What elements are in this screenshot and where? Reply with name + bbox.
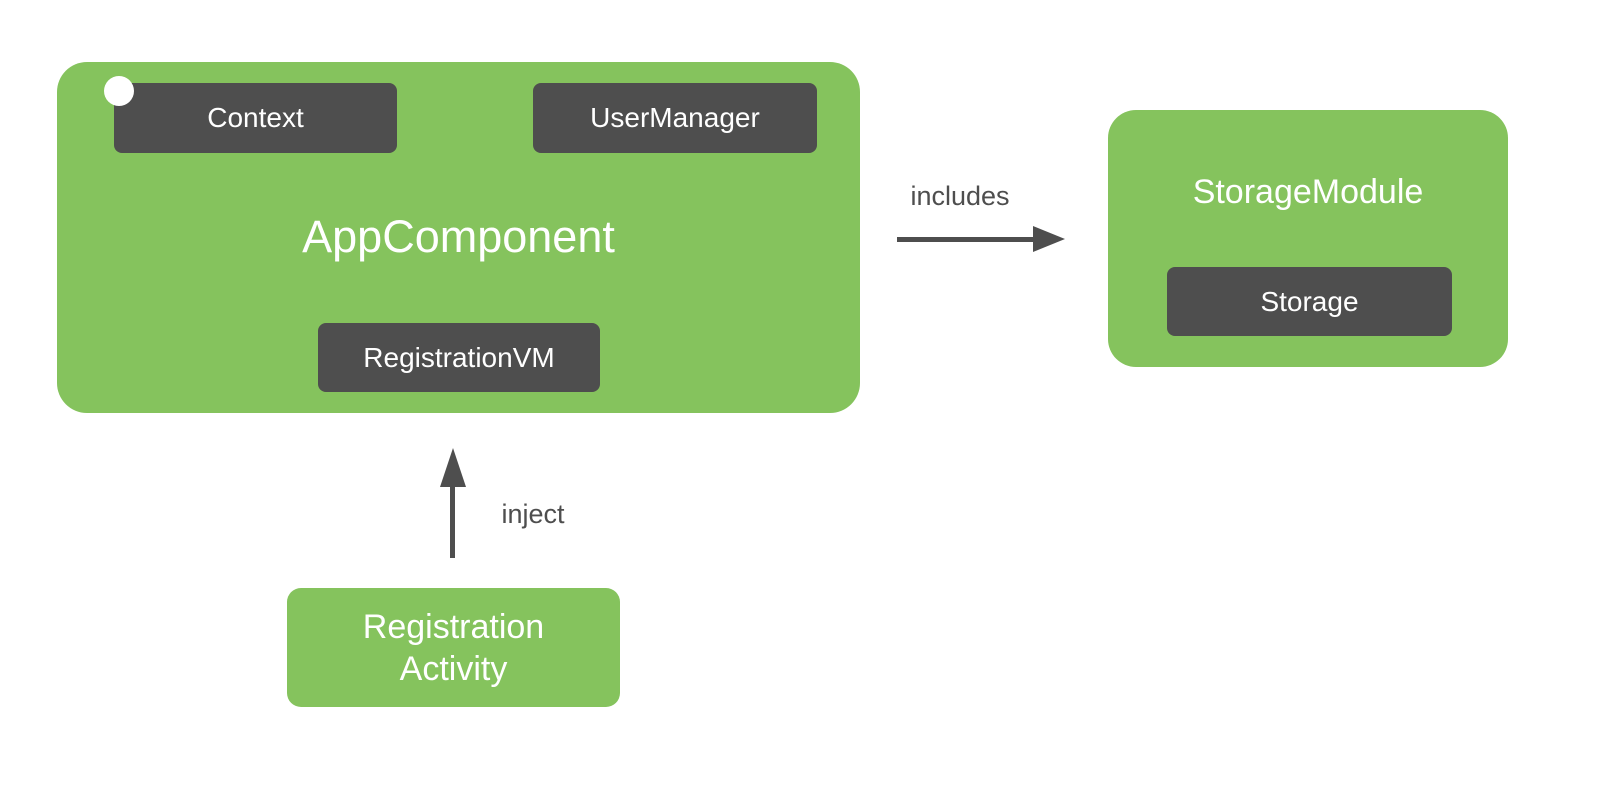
storage-module-title: StorageModule (1192, 173, 1424, 211)
chip-usermanager-label: UserManager (590, 102, 760, 133)
storage-module-box: StorageModule Storage (1108, 110, 1508, 367)
inject-arrow-shaft (450, 484, 455, 558)
registration-activity-label-line2: Activity (399, 649, 508, 688)
chip-storage: Storage (1167, 267, 1452, 336)
app-component-box: Context UserManager AppComponent Registr… (57, 62, 860, 413)
port-dot-icon (104, 76, 134, 106)
inject-arrow-head-icon (440, 448, 466, 487)
inject-edge-label: inject (501, 499, 565, 529)
chip-registrationvm-label: RegistrationVM (363, 341, 555, 373)
chip-storage-label: Storage (1260, 285, 1359, 317)
chip-usermanager: UserManager (533, 83, 817, 153)
includes-arrow-shaft (897, 237, 1033, 242)
chip-registrationvm: RegistrationVM (318, 323, 600, 392)
includes-arrow-head-icon (1033, 226, 1065, 252)
includes-edge-label: includes (910, 181, 1010, 211)
app-component-title: AppComponent (302, 211, 615, 262)
registration-activity-label-line1: Registration (362, 607, 545, 646)
chip-context: Context (114, 83, 397, 153)
registration-activity-box: Registration Activity (287, 588, 620, 707)
chip-context-label: Context (207, 102, 304, 133)
